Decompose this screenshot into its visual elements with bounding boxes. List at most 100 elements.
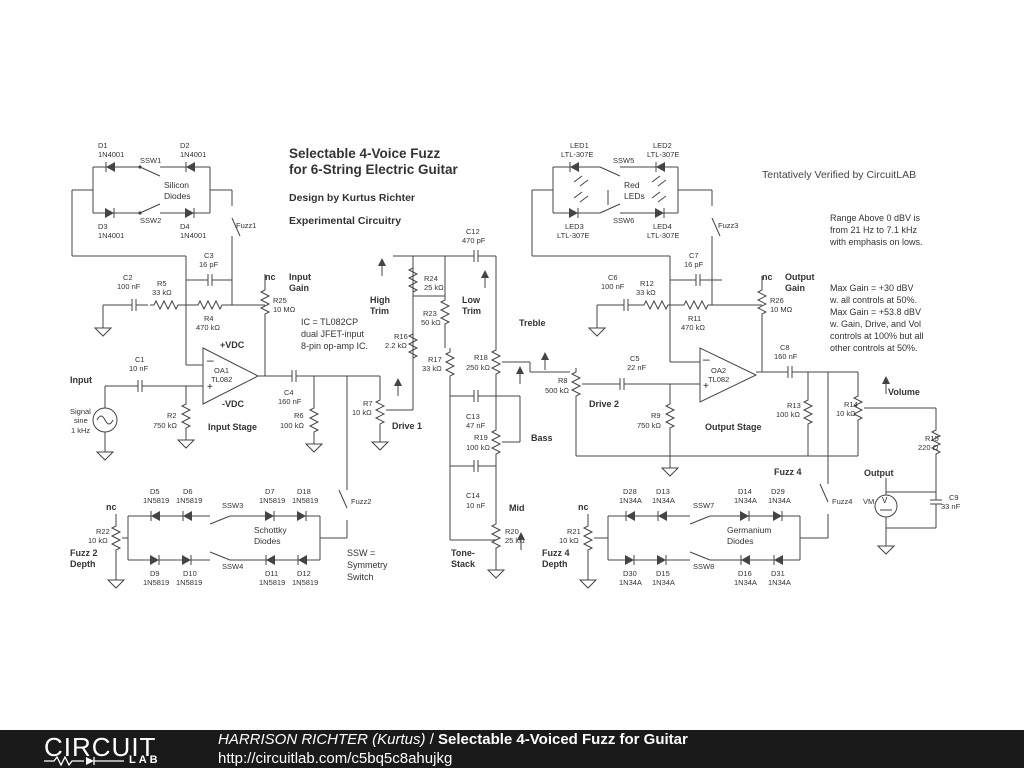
svg-text:nc: nc — [762, 272, 773, 282]
svg-text:Fuzz 4: Fuzz 4 — [774, 467, 802, 477]
svg-text:750 kΩ: 750 kΩ — [637, 421, 661, 430]
svg-text:100 kΩ: 100 kΩ — [776, 410, 800, 419]
svg-text:470 kΩ: 470 kΩ — [681, 323, 705, 332]
svg-text:1N5819: 1N5819 — [259, 578, 285, 587]
svg-text:Schottky: Schottky — [254, 525, 287, 535]
svg-text:Low: Low — [462, 295, 481, 305]
svg-text:D31: D31 — [771, 569, 785, 578]
svg-text:Treble: Treble — [519, 318, 546, 328]
svg-text:50 kΩ: 50 kΩ — [421, 318, 441, 327]
svg-text:25 kΩ: 25 kΩ — [505, 536, 525, 545]
svg-text:C12: C12 — [466, 227, 480, 236]
svg-text:160 nF: 160 nF — [278, 397, 302, 406]
svg-text:nc: nc — [578, 502, 589, 512]
svg-text:C13: C13 — [466, 412, 480, 421]
svg-text:10 kΩ: 10 kΩ — [88, 536, 108, 545]
svg-text:Switch: Switch — [347, 572, 374, 582]
title-line-1: Selectable 4-Voice Fuzz — [289, 146, 441, 161]
schottky-clipper: D5 1N5819 D6 1N5819 D7 1N5819 D18 1N5819… — [70, 376, 371, 589]
svg-text:SSW3: SSW3 — [222, 501, 243, 510]
svg-text:33 kΩ: 33 kΩ — [422, 364, 442, 373]
svg-text:Range Above 0 dBV is: Range Above 0 dBV is — [830, 213, 921, 223]
svg-text:D7: D7 — [265, 487, 275, 496]
silicon-clipper: D1 1N4001 D2 1N4001 D3 1N4001 D4 1N4001 … — [71, 141, 256, 305]
author-name[interactable]: HARRISON RICHTER (Kurtus) — [218, 731, 426, 748]
svg-text:D11: D11 — [265, 569, 278, 578]
svg-text:R17: R17 — [428, 355, 442, 364]
svg-text:C14: C14 — [466, 491, 480, 500]
svg-text:C7: C7 — [689, 251, 699, 260]
svg-text:100 nF: 100 nF — [117, 282, 141, 291]
svg-text:47 nF: 47 nF — [466, 421, 486, 430]
svg-text:w. Gain, Drive, and Vol: w. Gain, Drive, and Vol — [829, 319, 921, 329]
svg-text:SSW6: SSW6 — [613, 216, 634, 225]
svg-text:10 kΩ: 10 kΩ — [836, 409, 856, 418]
svg-text:D4: D4 — [180, 222, 190, 231]
svg-text:C5: C5 — [630, 354, 640, 363]
input-stage: C2 100 nF R5 33 kΩ C3 16 pF R4 470 kΩ nc… — [70, 251, 422, 461]
logo-wave-icon — [44, 756, 124, 766]
svg-text:8-pin op-amp IC.: 8-pin op-amp IC. — [301, 341, 368, 351]
svg-text:D9: D9 — [150, 569, 160, 578]
svg-text:D30: D30 — [623, 569, 637, 578]
svg-text:D16: D16 — [738, 569, 752, 578]
svg-text:C9: C9 — [949, 493, 959, 502]
svg-text:10 kΩ: 10 kΩ — [352, 408, 372, 417]
svg-text:10 MΩ: 10 MΩ — [770, 305, 793, 314]
svg-text:High: High — [370, 295, 390, 305]
svg-text:1N4001: 1N4001 — [180, 231, 206, 240]
red-led-clipper: LED1 LTL-307E LED2 LTL-307E LED3 LTL-307… — [531, 141, 738, 305]
svg-text:C3: C3 — [204, 251, 214, 260]
svg-text:Depth: Depth — [542, 559, 568, 569]
title-separator: / — [425, 731, 439, 748]
svg-text:Trim: Trim — [462, 306, 481, 316]
svg-text:470 kΩ: 470 kΩ — [196, 323, 220, 332]
svg-text:D12: D12 — [297, 569, 311, 578]
project-name[interactable]: Selectable 4-Voiced Fuzz for Guitar — [438, 731, 688, 748]
ssw-note: SSW = Symmetry Switch — [347, 548, 388, 582]
svg-text:1N5819: 1N5819 — [292, 578, 318, 587]
svg-text:+: + — [703, 381, 709, 392]
svg-text:LED1: LED1 — [570, 141, 589, 150]
svg-text:+: + — [207, 382, 213, 393]
svg-text:250 kΩ: 250 kΩ — [466, 363, 490, 372]
svg-text:R18: R18 — [474, 353, 488, 362]
svg-text:Max Gain = +30 dBV: Max Gain = +30 dBV — [830, 283, 914, 293]
svg-text:other controls at 50%.: other controls at 50%. — [830, 343, 918, 353]
svg-text:R13: R13 — [787, 401, 801, 410]
gain-note: Max Gain = +30 dBV w. all controls at 50… — [829, 283, 924, 353]
svg-text:D10: D10 — [183, 569, 197, 578]
svg-text:D18: D18 — [297, 487, 311, 496]
svg-text:R9: R9 — [651, 411, 661, 420]
svg-text:Germanium: Germanium — [727, 525, 771, 535]
svg-text:D6: D6 — [183, 487, 193, 496]
svg-text:–: – — [703, 352, 710, 366]
design-credit: Design by Kurtus Richter — [289, 192, 415, 204]
footer-bar: CIRCUIT LAB HARRISON RICHTER (Kurtus) / … — [0, 730, 1024, 768]
svg-text:1N34A: 1N34A — [619, 578, 642, 587]
svg-text:-VDC: -VDC — [222, 399, 244, 409]
svg-text:nc: nc — [265, 272, 276, 282]
project-url[interactable]: http://circuitlab.com/c5bq5c8ahujkg — [218, 750, 453, 767]
title-line-2: for 6-String Electric Guitar — [289, 162, 459, 177]
svg-text:Output: Output — [864, 468, 894, 478]
project-title: HARRISON RICHTER (Kurtus) / Selectable 4… — [218, 731, 688, 748]
svg-text:R11: R11 — [688, 314, 701, 323]
svg-text:Diodes: Diodes — [164, 191, 190, 201]
svg-text:1N5819: 1N5819 — [259, 496, 285, 505]
svg-text:1 kHz: 1 kHz — [71, 426, 90, 435]
svg-text:R6: R6 — [294, 411, 304, 420]
svg-text:R22: R22 — [96, 527, 110, 536]
svg-text:Bass: Bass — [531, 433, 553, 443]
svg-text:1N34A: 1N34A — [652, 578, 675, 587]
svg-text:D28: D28 — [623, 487, 637, 496]
svg-text:–: – — [207, 353, 214, 367]
diode-d2 — [185, 161, 196, 173]
svg-text:1N5819: 1N5819 — [143, 496, 169, 505]
svg-text:LED3: LED3 — [565, 222, 584, 231]
svg-text:R21: R21 — [567, 527, 581, 536]
svg-text:C8: C8 — [780, 343, 790, 352]
svg-text:LTL-307E: LTL-307E — [647, 150, 679, 159]
svg-text:SSW8: SSW8 — [693, 562, 714, 571]
svg-text:LTL-307E: LTL-307E — [647, 231, 679, 240]
